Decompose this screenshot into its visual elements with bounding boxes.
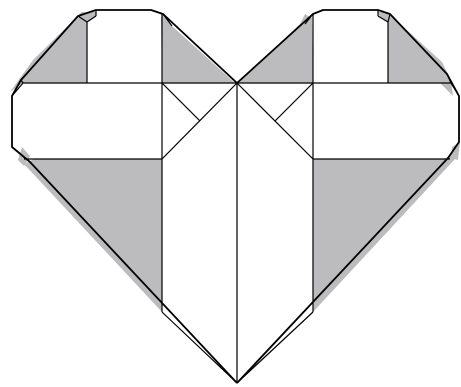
paper-back-regions xyxy=(10,12,460,312)
left-lobe-diagonal-a xyxy=(162,83,200,121)
center-right-diagonal xyxy=(237,312,313,383)
left-bottom-fold xyxy=(24,159,162,312)
center-left-diagonal xyxy=(162,312,237,383)
right-lobe-diagonal-a xyxy=(275,83,313,121)
left-lobe-corner-fold xyxy=(10,12,96,92)
right-bottom-fold xyxy=(313,150,457,312)
